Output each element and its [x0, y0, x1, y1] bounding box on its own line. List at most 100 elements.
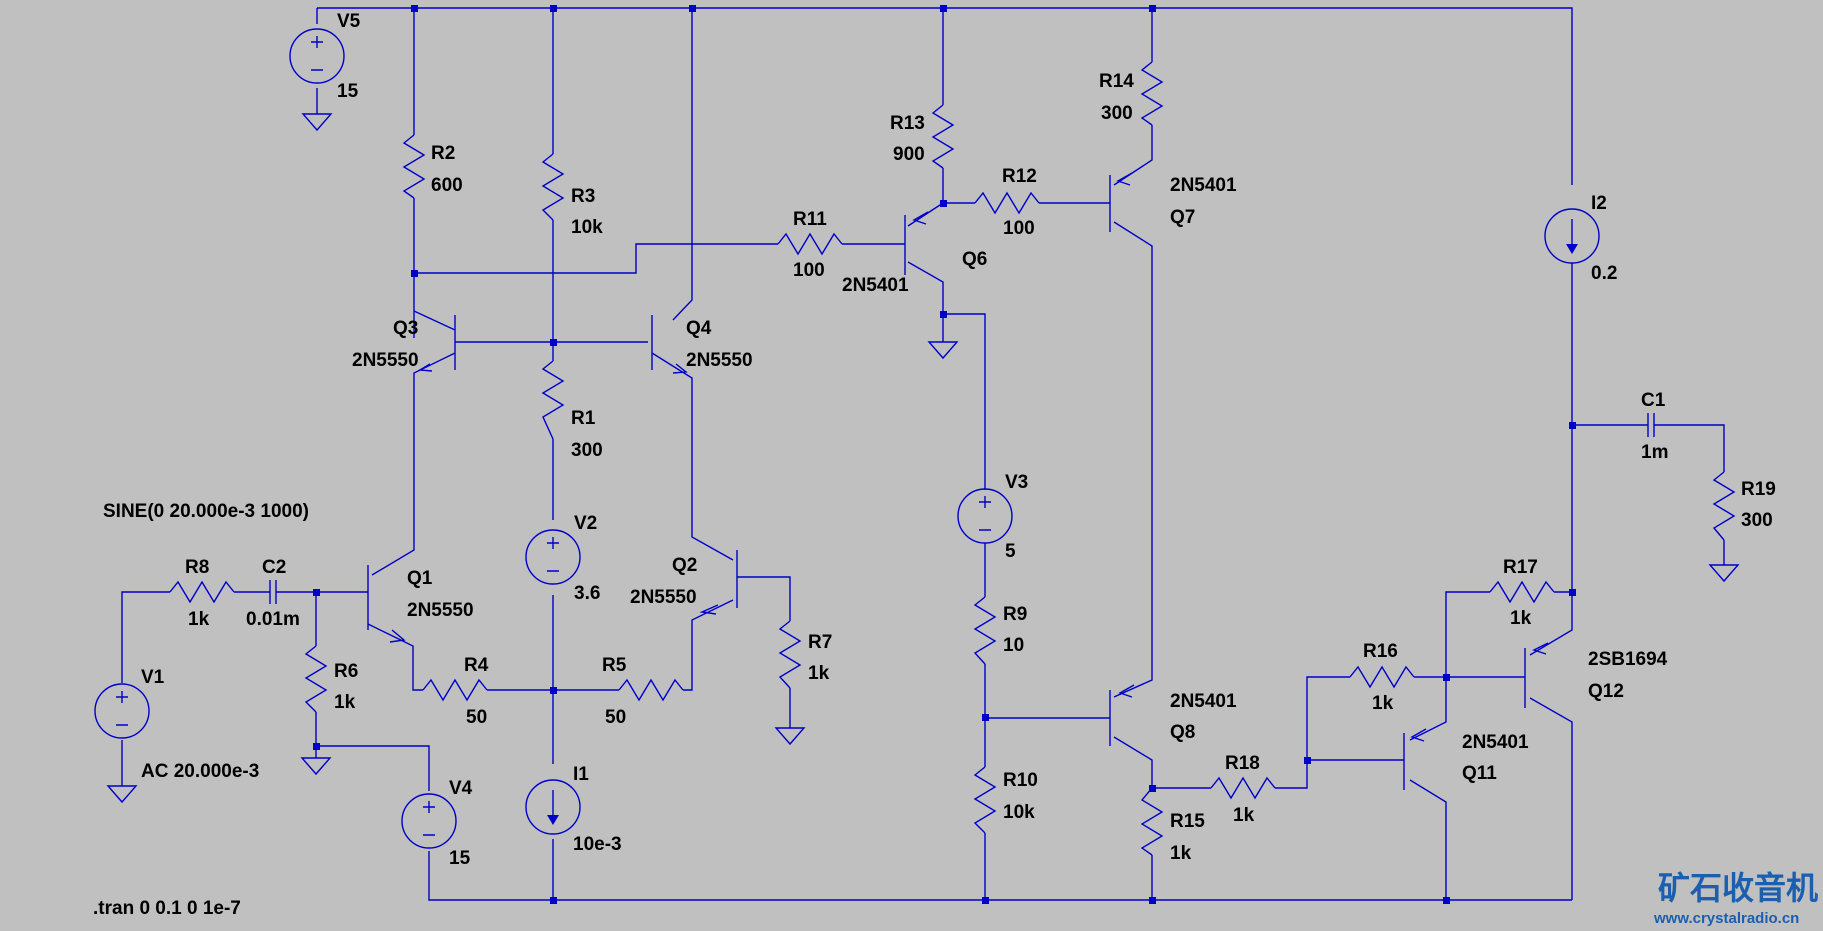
q3-model: 2N5550 — [352, 350, 419, 371]
r3-name: R3 — [571, 186, 595, 207]
ground-symbol — [301, 113, 333, 132]
q8-name: Q8 — [1170, 722, 1195, 743]
v2-name: V2 — [574, 513, 597, 534]
i1-value: 10e-3 — [573, 834, 622, 855]
r14-value: 300 — [1101, 103, 1133, 124]
transistor-q2 — [699, 550, 738, 615]
v3-value: 5 — [1005, 541, 1016, 562]
r4-value: 50 — [466, 707, 487, 728]
r5-name: R5 — [602, 655, 627, 676]
resistor-r16 — [1349, 665, 1415, 689]
resistor-r9 — [973, 596, 997, 665]
r19-value: 300 — [1741, 510, 1773, 531]
r18-value: 1k — [1233, 805, 1255, 826]
r4-name: R4 — [464, 655, 489, 676]
voltage-source-v2 — [525, 529, 581, 585]
transistor-q1 — [364, 565, 406, 643]
r17-value: 1k — [1510, 608, 1532, 629]
resistor-r17 — [1489, 580, 1555, 604]
resistor-r6 — [304, 645, 328, 713]
resistor-r4 — [422, 678, 488, 702]
r7-value: 1k — [808, 663, 830, 684]
c2-name: C2 — [262, 557, 286, 578]
r11-name: R11 — [793, 209, 827, 230]
sine-directive: SINE(0 20.000e-3 1000) — [103, 501, 309, 522]
voltage-source-v3 — [957, 488, 1013, 544]
q3-name: Q3 — [393, 318, 418, 339]
r8-name: R8 — [185, 557, 209, 578]
r10-name: R10 — [1003, 770, 1038, 791]
r1-name: R1 — [571, 408, 596, 429]
transistor-q3 — [417, 315, 458, 372]
q7-name: Q7 — [1170, 207, 1195, 228]
watermark-logo: 矿石收音机 www.crystalradio.cn — [1653, 870, 1818, 927]
ground-symbol — [106, 785, 138, 804]
ground-symbol — [1708, 564, 1740, 583]
r15-name: R15 — [1170, 811, 1205, 832]
q12-name: Q12 — [1588, 681, 1624, 702]
voltage-source-v5 — [289, 28, 345, 84]
resistor-r7 — [778, 620, 802, 689]
resistor-r8 — [169, 580, 235, 604]
resistor-r19 — [1712, 471, 1736, 541]
ground-symbol — [300, 757, 332, 776]
capacitor-c1 — [1644, 413, 1658, 437]
v5-name: V5 — [337, 11, 361, 32]
c1-value: 1m — [1641, 442, 1668, 463]
resistor-r3 — [541, 153, 565, 221]
voltage-source-v4 — [401, 793, 457, 849]
i1-name: I1 — [573, 764, 589, 785]
capacitor-c2 — [262, 580, 284, 604]
q12-model: 2SB1694 — [1588, 649, 1668, 670]
ground-symbol — [774, 727, 806, 746]
c2-value: 0.01m — [246, 609, 300, 630]
r14-name: R14 — [1099, 71, 1134, 92]
q7-model: 2N5401 — [1170, 175, 1237, 196]
ground-symbol — [927, 341, 959, 360]
r10-value: 10k — [1003, 802, 1035, 823]
v5-value: 15 — [337, 81, 359, 102]
r13-name: R13 — [890, 113, 925, 134]
r5-value: 50 — [605, 707, 626, 728]
resistor-r18 — [1210, 776, 1276, 800]
junctions — [313, 5, 1576, 904]
resistor-r14 — [1140, 61, 1164, 126]
current-source-i1 — [525, 779, 581, 835]
resistor-r10 — [973, 766, 997, 834]
resistor-r1 — [541, 360, 565, 440]
r6-name: R6 — [334, 661, 358, 682]
resistor-r15 — [1140, 787, 1164, 856]
v2-value: 3.6 — [574, 583, 600, 604]
q11-name: Q11 — [1462, 763, 1497, 784]
v4-name: V4 — [449, 778, 473, 799]
v1-name: V1 — [141, 667, 165, 688]
v1-value: AC 20.000e-3 — [141, 761, 259, 782]
r9-name: R9 — [1003, 604, 1027, 625]
q1-name: Q1 — [407, 568, 433, 589]
r18-name: R18 — [1225, 753, 1260, 774]
resistor-r11 — [777, 232, 843, 256]
i2-name: I2 — [1591, 193, 1607, 214]
q1-model: 2N5550 — [407, 600, 474, 621]
transistor-q8 — [1109, 684, 1135, 746]
q8-model: 2N5401 — [1170, 691, 1237, 712]
current-source-i2 — [1544, 208, 1600, 264]
q6-name: Q6 — [962, 249, 987, 270]
r19-name: R19 — [1741, 479, 1776, 500]
q11-model: 2N5401 — [1462, 732, 1529, 753]
r12-value: 100 — [1003, 218, 1035, 239]
r12-name: R12 — [1002, 166, 1037, 187]
resistor-r2 — [402, 134, 426, 199]
r1-value: 300 — [571, 440, 603, 461]
r16-name: R16 — [1363, 641, 1398, 662]
r7-name: R7 — [808, 632, 832, 653]
r2-value: 600 — [431, 175, 463, 196]
watermark-title: 矿石收音机 — [1658, 870, 1818, 906]
resistor-r5 — [618, 678, 684, 702]
q2-model: 2N5550 — [630, 587, 697, 608]
transistor-q4 — [651, 315, 688, 374]
tran-directive: .tran 0 0.1 0 1e-7 — [93, 898, 241, 919]
r3-value: 10k — [571, 217, 603, 238]
transistor-q11 — [1403, 728, 1427, 790]
